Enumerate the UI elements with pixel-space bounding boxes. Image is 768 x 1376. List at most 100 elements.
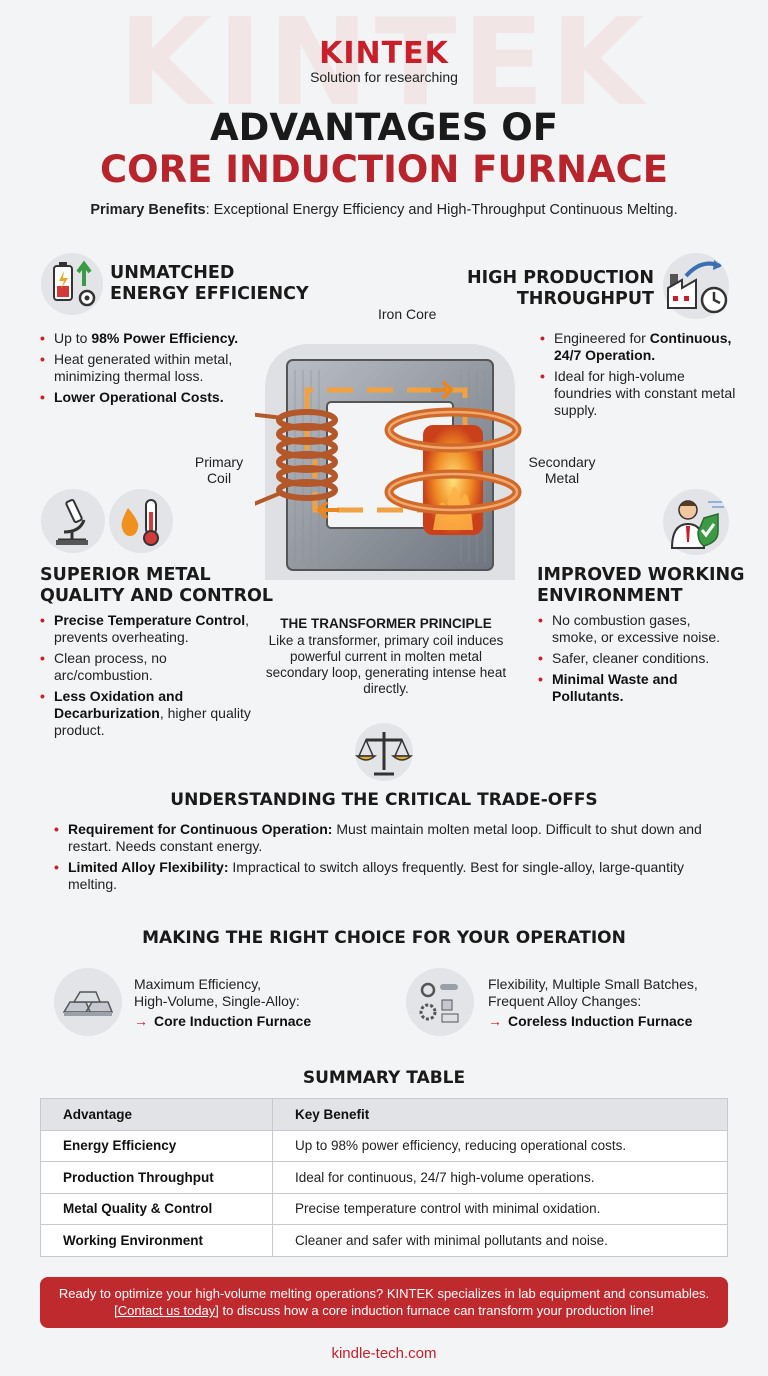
principle-title: THE TRANSFORMER PRINCIPLE — [280, 616, 492, 631]
throughput-list: Engineered for Continuous, 24/7 Operatio… — [538, 330, 743, 423]
choice-left-result-text: Core Induction Furnace — [154, 1013, 312, 1029]
ingots-icon — [54, 968, 122, 1036]
choice-right-line1: Flexibility, Multiple Small Batches, — [488, 976, 698, 992]
throughput-title: HIGH PRODUCTION THROUGHPUT — [440, 268, 654, 310]
background-watermark: KINTEK — [118, 0, 650, 133]
tradeoff-1-bold: Requirement for Continuous Operation: — [68, 821, 333, 837]
environment-title: IMPROVED WORKING ENVIRONMENT — [537, 565, 745, 607]
throughput-bullet-1: Engineered for Continuous, 24/7 Operatio… — [538, 330, 743, 364]
tradeoffs-list: Requirement for Continuous Operation: Mu… — [52, 821, 732, 897]
tradeoff-2-bold: Limited Alloy Flexibility: — [68, 859, 229, 875]
primary-coil-label: Primary Coil — [190, 454, 248, 486]
quality-bullet-1: Precise Temperature Control, prevents ov… — [38, 612, 268, 646]
energy-list: Up to 98% Power Efficiency. Heat generat… — [38, 330, 258, 410]
table-header: Advantage — [40, 1098, 273, 1131]
cta-line2: [Contact us today] to discuss how a core… — [40, 1302, 728, 1319]
environment-b3-bold: Minimal Waste and Pollutants. — [552, 671, 678, 704]
energy-title-line2: ENERGY EFFICIENCY — [110, 284, 309, 304]
tradeoff-1-text: Must maintain molten metal loop. Difficu… — [68, 821, 702, 854]
throughput-title-line2: THROUGHPUT — [516, 289, 654, 309]
page-title-line2: CORE INDUCTION FURNACE — [99, 148, 669, 191]
table-cell-benefit: Precise temperature control with minimal… — [272, 1192, 728, 1225]
environment-title-line2: ENVIRONMENT — [537, 586, 683, 606]
table-header-row: Advantage Key Benefit — [40, 1098, 728, 1131]
environment-bullet-3: Minimal Waste and Pollutants. — [536, 671, 736, 705]
energy-b3-bold: Lower Operational Costs. — [54, 389, 224, 405]
choice-left: Maximum Efficiency, High-Volume, Single-… — [134, 976, 311, 1030]
choice-right: Flexibility, Multiple Small Batches, Fre… — [488, 976, 698, 1030]
core-furnace-diagram — [255, 344, 522, 580]
energy-bullet-2: Heat generated within metal, minimizing … — [38, 351, 258, 385]
energy-title-line1: UNMATCHED — [110, 263, 235, 283]
primary-coil-line1: Primary — [194, 454, 244, 470]
choice-right-line2: Frequent Alloy Changes: — [488, 993, 642, 1009]
quality-b1-post: , prevents overheating. — [54, 612, 250, 645]
table-cell-advantage: Working Environment — [40, 1224, 273, 1257]
environment-bullet-1: No combustion gases, smoke, or excessive… — [536, 612, 736, 646]
brand-tagline: Solution for researching — [310, 69, 458, 85]
environment-list: No combustion gases, smoke, or excessive… — [536, 612, 736, 709]
choice-title: MAKING THE RIGHT CHOICE FOR YOUR OPERATI… — [142, 928, 626, 948]
throughput-title-line1: HIGH PRODUCTION — [467, 268, 654, 288]
quality-b3-bold: Less Oxidation and Decarburization — [54, 688, 184, 721]
table-cell-benefit: Cleaner and safer with minimal pollutant… — [272, 1224, 728, 1257]
tradeoffs-title: UNDERSTANDING THE CRITICAL TRADE-OFFS — [170, 790, 598, 810]
arrow-right-icon: → — [488, 1013, 502, 1029]
secondary-metal-line2: Metal — [544, 470, 580, 486]
worker-shield-icon — [663, 489, 729, 555]
table-cell-advantage: Production Throughput — [40, 1161, 273, 1194]
tradeoff-item-1: Requirement for Continuous Operation: Mu… — [52, 821, 732, 855]
table-row: Production Throughput Ideal for continuo… — [40, 1161, 728, 1194]
battery-gear-icon — [41, 253, 103, 315]
summary-table: Advantage Key Benefit Energy Efficiency … — [40, 1098, 728, 1257]
footer-url[interactable]: kindle-tech.com — [331, 1345, 437, 1362]
microscope-icon — [41, 489, 105, 553]
throughput-b1-pre: Engineered for — [554, 330, 650, 346]
environment-title-line1: IMPROVED WORKING — [537, 565, 745, 585]
choice-left-line1: Maximum Efficiency, — [134, 976, 262, 992]
iron-core-label: Iron Core — [378, 306, 437, 322]
tradeoff-2-text: Impractical to switch alloys frequently.… — [68, 859, 684, 892]
table-cell-advantage: Metal Quality & Control — [40, 1192, 273, 1225]
page-subtitle: Primary Benefits: Exceptional Energy Eff… — [0, 202, 768, 218]
subtitle-label: Primary Benefits — [90, 202, 206, 218]
cta-line1: Ready to optimize your high-volume melti… — [58, 1286, 710, 1301]
table-cell-benefit: Up to 98% power efficiency, reducing ope… — [272, 1129, 728, 1162]
balance-scale-icon — [355, 723, 413, 781]
brand-logo: KINTEK Solution for researching — [0, 36, 768, 85]
energy-title: UNMATCHED ENERGY EFFICIENCY — [110, 263, 309, 305]
quality-title-line1: SUPERIOR METAL — [40, 565, 211, 585]
energy-b1-bold: 98% Power Efficiency. — [91, 330, 239, 346]
table-row: Working Environment Cleaner and safer wi… — [40, 1224, 728, 1257]
energy-bullet-1: Up to 98% Power Efficiency. — [38, 330, 258, 347]
brand-name: KINTEK — [319, 36, 449, 71]
secondary-metal-line1: Secondary — [528, 454, 596, 470]
table-header: Key Benefit — [272, 1098, 728, 1131]
table-cell-advantage: Energy Efficiency — [40, 1129, 273, 1162]
environment-bullet-2: Safer, cleaner conditions. — [536, 650, 736, 667]
arrow-right-icon: → — [134, 1013, 148, 1029]
contact-us-link[interactable]: [Contact us today] — [114, 1303, 219, 1318]
secondary-metal-label: Secondary Metal — [520, 454, 604, 486]
parts-icon — [406, 968, 474, 1036]
quality-title: SUPERIOR METAL QUALITY AND CONTROL — [40, 565, 273, 607]
choice-right-result-text: Coreless Induction Furnace — [508, 1013, 693, 1029]
choice-right-result: → Coreless Induction Furnace — [488, 1013, 698, 1030]
primary-coil-line2: Coil — [206, 470, 232, 486]
factory-clock-icon — [663, 253, 729, 319]
table-row: Energy Efficiency Up to 98% power effici… — [40, 1129, 728, 1162]
page-title-line1: ADVANTAGES OF — [210, 106, 558, 149]
energy-b1-pre: Up to — [54, 330, 92, 346]
cta-line2-text: to discuss how a core induction furnace … — [218, 1303, 654, 1318]
tradeoff-item-2: Limited Alloy Flexibility: Impractical t… — [52, 859, 732, 893]
quality-b3-post: , higher quality product. — [54, 705, 251, 738]
cta-banner: Ready to optimize your high-volume melti… — [40, 1277, 728, 1328]
subtitle-text: : Exceptional Energy Efficiency and High… — [205, 202, 678, 218]
table-row: Metal Quality & Control Precise temperat… — [40, 1192, 728, 1225]
principle-text: Like a transformer, primary coil induces… — [265, 633, 507, 696]
energy-bullet-3: Lower Operational Costs. — [38, 389, 258, 406]
quality-bullet-2: Clean process, no arc/combustion. — [38, 650, 268, 684]
throughput-bullet-2: Ideal for high-volume foundries with con… — [538, 368, 743, 419]
throughput-b1-bold: Continuous, 24/7 Operation. — [554, 330, 732, 363]
choice-left-line2: High-Volume, Single-Alloy: — [134, 993, 300, 1009]
